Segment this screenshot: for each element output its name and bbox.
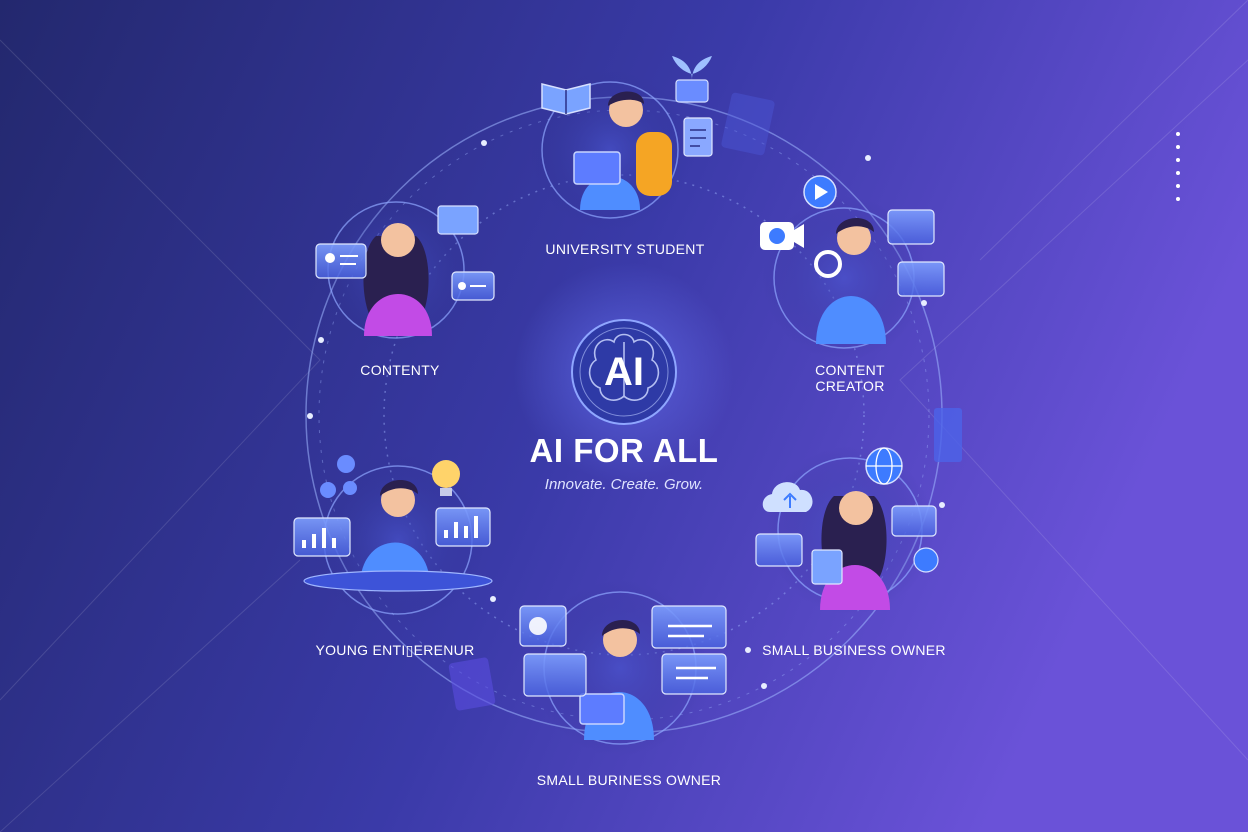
book-icon-small <box>437 205 479 235</box>
contenty-figure <box>363 223 432 336</box>
chart-card-icon <box>755 505 939 573</box>
ring-dots <box>307 140 945 689</box>
label-young-entrepreneur: YOUNG ENTI▯ERENUR <box>315 642 475 658</box>
label-university-student: UNIVERSITY STUDENT <box>545 241 705 257</box>
brain-icon <box>588 333 660 401</box>
persona-node-small-business-owner-bottom <box>519 580 727 756</box>
hub-title: AI FOR ALL <box>529 432 719 469</box>
id-card-icon <box>315 243 367 279</box>
outer-ring-dashed <box>318 109 930 721</box>
persona-node-young-entrepreneur <box>293 454 493 626</box>
hub-badge-text: AI <box>604 350 644 394</box>
label-small-business-owner-right: SMALL BUSINESS OWNER <box>762 642 946 658</box>
lightbulb-icon <box>432 460 460 496</box>
student-figure <box>573 91 672 210</box>
persona-node-university-student <box>530 56 713 230</box>
globe-icon <box>865 447 903 485</box>
side-panel-bottom <box>448 657 496 711</box>
entrepreneur-figure <box>303 479 493 592</box>
label-content-creator-line2: CREATOR <box>815 378 885 394</box>
plant-icon <box>672 56 712 103</box>
decorative-dot-column <box>1176 132 1182 210</box>
image-icon <box>887 209 945 297</box>
cloud-upload-icon <box>762 482 813 512</box>
chat-card-icon <box>451 271 495 301</box>
book-icon <box>541 83 591 115</box>
hub-badge-inner-ring <box>579 327 669 417</box>
persona-node-contenty <box>315 190 495 350</box>
document-icon <box>683 117 713 157</box>
idea-gear-icon <box>320 455 357 498</box>
camera-icon <box>760 222 804 250</box>
chart-icon <box>293 507 491 557</box>
dashboard-panels <box>519 605 727 697</box>
hub-tagline: Innovate. Create. Grow. <box>544 476 704 493</box>
label-content-creator: CONTENT CREATOR <box>800 362 900 394</box>
label-content-creator-line1: CONTENT <box>815 362 885 378</box>
owner-figure-bottom <box>579 619 654 740</box>
play-icon <box>803 175 837 209</box>
persona-node-small-business-owner-right <box>755 446 939 614</box>
side-panel-right <box>934 408 962 462</box>
side-panel-top <box>721 92 775 156</box>
creator-figure <box>814 217 886 344</box>
persona-node-content-creator <box>760 175 945 360</box>
owner-figure-right <box>811 491 890 610</box>
label-contenty: CONTENTY <box>360 362 440 378</box>
label-small-business-owner-bottom: SMALL BURINESS OWNER <box>536 772 722 788</box>
